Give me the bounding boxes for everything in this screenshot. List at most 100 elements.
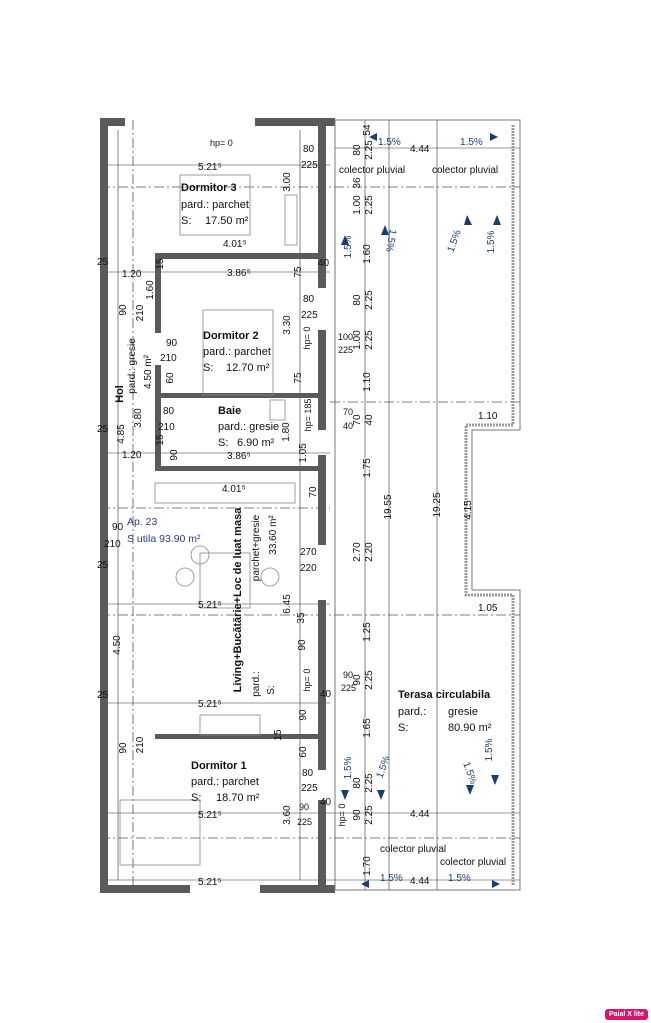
dim-label: 1.75 <box>362 458 373 478</box>
slope-label: 1.5% <box>375 754 393 779</box>
dim-label: 1.80 <box>281 422 292 442</box>
dim-label: 90 <box>352 809 363 821</box>
room-floor-hol: pard.: gresie <box>127 338 138 394</box>
dim-label: 1.20 <box>122 450 142 461</box>
dim-label: 210 <box>160 353 177 364</box>
slope-label: 1.5% <box>448 873 471 884</box>
slope-label: 1.5% <box>446 228 464 253</box>
slope-label: 1.5% <box>460 137 483 148</box>
dim-label: 75 <box>293 266 304 278</box>
dim-label: 36 <box>352 177 363 189</box>
dim-label: 2.25 <box>364 195 375 215</box>
dim-label: 5.21⁵ <box>198 600 222 611</box>
dim-label: 225 <box>301 160 318 171</box>
room-area-baie: 6.90 m² <box>237 437 275 449</box>
dim-label: 25 <box>97 257 109 268</box>
room-floor-dormitor-3: pard.: parchet <box>181 199 249 211</box>
dim-label: 80 <box>302 768 314 779</box>
room-floor-living: pard.: <box>251 671 262 697</box>
dim-label: hp= 0 <box>210 138 233 148</box>
dim-label: 4.44 <box>410 144 430 155</box>
dim-label: 60 <box>298 746 309 758</box>
terrace-outline <box>334 119 521 891</box>
dim-label: 1.00 <box>352 195 363 215</box>
slope-label: 1.5% <box>486 230 497 253</box>
dim-label: 210 <box>135 736 146 753</box>
room-height-hol: 3.80 <box>133 408 144 428</box>
dim-label: 70 <box>343 407 353 417</box>
terrace-dimension-labels: 54 80 2.25 36 1.00 2.25 1.60 80 2.25 1.0… <box>339 124 506 887</box>
dim-label: 6.45 <box>282 594 293 614</box>
dim-label: hp= 0 <box>302 327 312 350</box>
dim-label: hp= 185 <box>303 399 313 432</box>
dim-label: 90 <box>118 742 129 754</box>
dim-label: 35 <box>296 612 307 624</box>
dim-label: 54 <box>362 124 373 136</box>
slope-label: 1.5% <box>484 738 495 761</box>
dim-label: 40 <box>320 797 332 808</box>
room-floor-terasa: pard.: <box>398 706 426 718</box>
collector-label: colector pluvial <box>440 857 506 868</box>
walls <box>100 118 335 893</box>
dim-label: 3.30 <box>282 315 293 335</box>
room-name-living: Living+Bucătărie+Loc de luat masa <box>232 507 244 693</box>
dim-label: 25 <box>97 690 109 701</box>
room-name-dormitor-1: Dormitor 1 <box>191 760 247 772</box>
dim-label: 80 <box>352 294 363 306</box>
dim-label: 210 <box>135 304 146 321</box>
dim-label: 80 <box>352 144 363 156</box>
room-floor-dormitor-2: pard.: parchet <box>203 346 271 358</box>
slope-label: 1.5% <box>343 235 354 258</box>
dim-label: 90 <box>299 802 309 812</box>
room-floor-baie: pard.: gresie <box>218 421 279 433</box>
dim-label: 1.25 <box>362 622 373 642</box>
slope-label: 1.5% <box>343 756 354 779</box>
dim-label: 90 <box>352 674 363 686</box>
dim-label: 1.60 <box>362 244 373 264</box>
dim-label: 210 <box>104 539 121 550</box>
slope-label: 1.5% <box>383 228 398 252</box>
room-name-terasa: Terasa circulabila <box>398 689 491 701</box>
dim-label: 3.00 <box>282 172 293 192</box>
dim-label: hp= 0 <box>302 669 312 692</box>
dim-label: 90 <box>343 670 353 680</box>
room-name-baie: Baie <box>218 405 241 417</box>
room-area-label: S: <box>398 722 408 734</box>
room-name-hol: Hol <box>114 385 126 403</box>
dim-label: 4.44 <box>410 876 430 887</box>
room-area-label: S: <box>218 437 228 449</box>
dim-label: 2.25 <box>364 290 375 310</box>
dim-label: 2.25 <box>364 140 375 160</box>
dim-label: 40 <box>318 258 330 269</box>
room-floor-value-living: parchet+gresie <box>251 514 262 581</box>
axis-lines <box>100 120 520 890</box>
room-name-dormitor-2: Dormitor 2 <box>203 330 259 342</box>
collector-label: colector pluvial <box>432 165 498 176</box>
slope-label: 1.5% <box>460 761 478 786</box>
dim-label: 2.25 <box>364 670 375 690</box>
dim-label: 210 <box>158 422 175 433</box>
dim-label: 2.20 <box>364 542 375 562</box>
dim-label: 90 <box>297 639 308 651</box>
dim-label: 1.60 <box>145 280 156 300</box>
dim-label: 100 <box>338 332 353 342</box>
dim-label: 1.05 <box>478 603 498 614</box>
apartment-area: S utila 93.90 m² <box>127 533 201 545</box>
dim-label: 5.21⁵ <box>198 810 222 821</box>
dimension-lines <box>100 120 520 890</box>
dim-label: 70 <box>308 486 319 498</box>
room-area-dormitor-1: 18.70 m² <box>216 792 260 804</box>
dim-label: 1.10 <box>478 411 498 422</box>
dim-label: 2.70 <box>352 542 363 562</box>
furniture <box>119 174 298 866</box>
dim-label: 40 <box>320 689 332 700</box>
dim-label: 3.60 <box>282 805 293 825</box>
dim-label: 3.86⁵ <box>227 451 251 462</box>
room-area-label: S: <box>191 792 201 804</box>
dim-label: 2.25 <box>364 773 375 793</box>
dim-label: 1.00 <box>352 330 363 350</box>
dim-label: 70 <box>352 414 363 426</box>
room-area-dormitor-3: 17.50 m² <box>205 215 249 227</box>
dim-label: 2.25 <box>364 805 375 825</box>
